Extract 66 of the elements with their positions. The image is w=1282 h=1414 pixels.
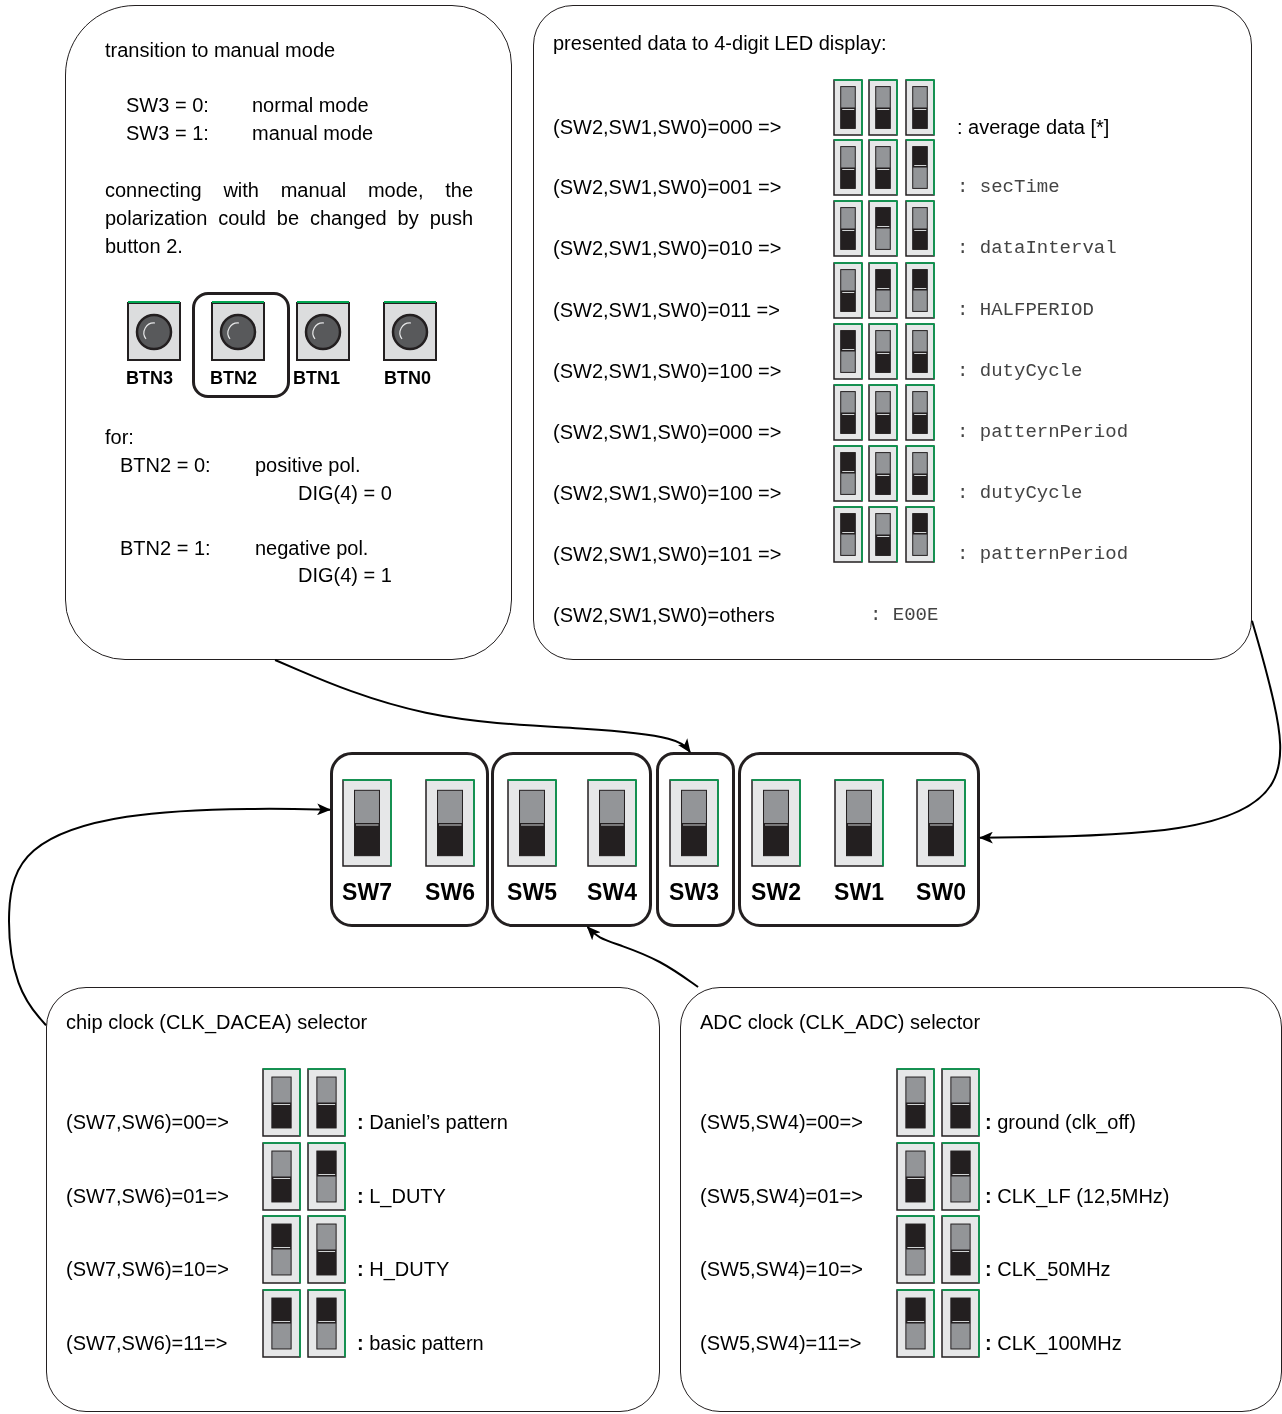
text: : patternPeriod [957, 420, 1129, 444]
text: for: [105, 425, 134, 449]
text: positive pol. [255, 453, 361, 477]
text: (SW7,SW6)=10=> [66, 1257, 229, 1281]
text: SW4 [587, 880, 637, 904]
text: : CLK_100MHz [985, 1331, 1122, 1355]
text: SW0 [916, 880, 966, 904]
text: : secTime [957, 175, 1060, 199]
text: BTN2 [210, 367, 257, 390]
text: SW3 = 1: [126, 121, 209, 145]
text: BTN2 = 0: [120, 453, 211, 477]
text: (SW2,SW1,SW0)=011 => [553, 298, 780, 322]
text: (SW7,SW6)=11=> [66, 1331, 228, 1355]
arrow [586, 926, 700, 988]
text: (SW5,SW4)=10=> [700, 1257, 863, 1281]
text: SW3 [669, 880, 719, 904]
text: (SW5,SW4)=01=> [700, 1184, 863, 1208]
text: BTN1 [293, 367, 340, 390]
text: SW6 [425, 880, 475, 904]
text: SW1 [834, 880, 884, 904]
text: (SW2,SW1,SW0)=010 => [553, 236, 782, 260]
text: : ground (clk_off) [985, 1110, 1136, 1134]
text: connecting with manual mode, the polarization could be changed by push button 2. [105, 178, 473, 259]
text: (SW5,SW4)=11=> [700, 1331, 862, 1355]
text: (SW7,SW6)=00=> [66, 1110, 229, 1134]
text: : L_DUTY [357, 1184, 446, 1208]
text: transition to manual mode [105, 38, 336, 62]
text: (SW5,SW4)=00=> [700, 1110, 863, 1134]
text: : HALFPERIOD [957, 298, 1094, 322]
text: : E00E [870, 603, 939, 627]
text: chip clock (CLK_DACEA) selector [66, 1010, 368, 1034]
text: (SW2,SW1,SW0)=000 => [553, 115, 782, 139]
text: : dutyCycle [957, 481, 1083, 505]
text: : patternPeriod [957, 542, 1129, 566]
text: DIG(4) = 0 [298, 481, 392, 505]
arrow [978, 619, 1282, 844]
text: SW7 [342, 880, 392, 904]
text: BTN2 = 1: [120, 536, 211, 560]
text: : average data [*] [957, 115, 1110, 139]
text: negative pol. [255, 536, 369, 560]
arrow [274, 659, 691, 753]
text: BTN0 [384, 367, 431, 390]
text: normal mode [252, 93, 369, 117]
text: : dataInterval [957, 236, 1117, 260]
text: (SW2,SW1,SW0)=001 => [553, 175, 782, 199]
text: (SW2,SW1,SW0)=101 => [553, 542, 782, 566]
text: manual mode [252, 121, 374, 145]
text: (SW2,SW1,SW0)=100 => [553, 481, 782, 505]
text: presented data to 4-digit LED display: [553, 31, 887, 55]
text: : CLK_50MHz [985, 1257, 1111, 1281]
text: : CLK_LF (12,5MHz) [985, 1184, 1170, 1208]
text: ADC clock (CLK_ADC) selector [700, 1010, 981, 1034]
text: DIG(4) = 1 [298, 563, 392, 587]
text: : dutyCycle [957, 359, 1083, 383]
arrow [8, 803, 332, 1027]
text: : H_DUTY [357, 1257, 450, 1281]
text: : Daniel’s pattern [357, 1110, 508, 1134]
text: (SW2,SW1,SW0)=100 => [553, 359, 782, 383]
text: (SW2,SW1,SW0)=000 => [553, 420, 782, 444]
text: BTN3 [126, 367, 173, 390]
text: SW2 [751, 880, 801, 904]
text: : basic pattern [357, 1331, 484, 1355]
text: SW3 = 0: [126, 93, 209, 117]
text: (SW2,SW1,SW0)=others [553, 603, 775, 627]
text: (SW7,SW6)=01=> [66, 1184, 229, 1208]
text: SW5 [507, 880, 557, 904]
